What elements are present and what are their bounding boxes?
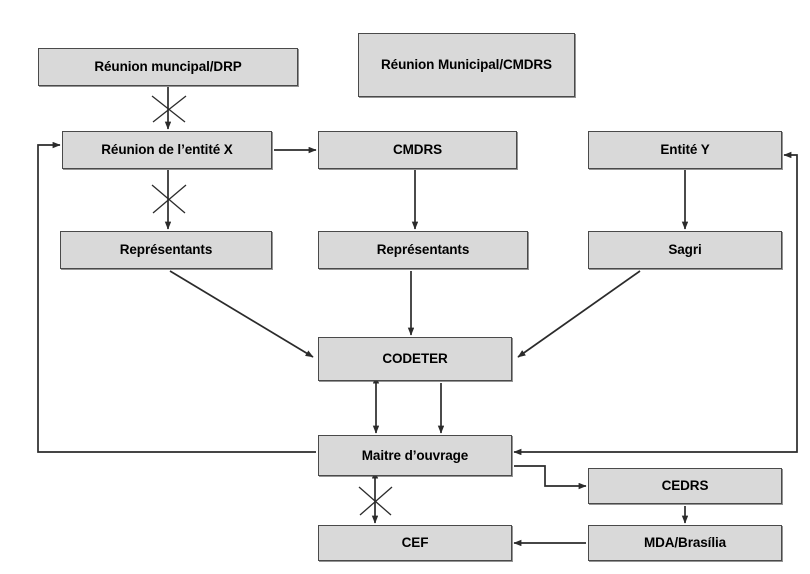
edge-feedback-right-to-entite-y [586, 151, 798, 453]
node-cmdrs[interactable]: CMDRS [318, 131, 517, 169]
node-cedrs[interactable]: CEDRS [588, 468, 782, 504]
node-reunion-municipal-cmdrs[interactable]: Réunion Municipal/CMDRS [358, 33, 575, 97]
edge-feedback-left-to-entite-x [37, 141, 316, 453]
node-entite-y[interactable]: Entité Y [588, 131, 782, 169]
node-label: Maitre d’ouvrage [361, 447, 469, 463]
cross-marker-drp [151, 95, 187, 123]
node-label: MDA/Brasília [643, 535, 727, 551]
node-representants-left[interactable]: Représentants [60, 231, 272, 269]
node-label: CEDRS [661, 478, 709, 494]
node-label: CEF [401, 535, 429, 551]
node-sagri[interactable]: Sagri [588, 231, 782, 269]
node-reunion-muncipal-drp[interactable]: Réunion muncipal/DRP [38, 48, 298, 86]
node-label: Réunion de l’entité X [101, 142, 233, 158]
node-codeter[interactable]: CODETER [318, 337, 512, 381]
node-label: Représentants [376, 242, 470, 258]
edge-maitre-to-cedrs [514, 465, 587, 490]
node-label: Entité Y [660, 142, 710, 158]
edge-representants-to-codeter [169, 270, 314, 358]
node-label: CODETER [382, 351, 448, 367]
node-label: Réunion muncipal/DRP [94, 59, 242, 75]
node-label: Représentants [119, 242, 213, 258]
node-representants-mid[interactable]: Représentants [318, 231, 528, 269]
node-cef[interactable]: CEF [318, 525, 512, 561]
node-label: Réunion Municipal/CMDRS [381, 57, 552, 73]
node-reunion-entite-x[interactable]: Réunion de l’entité X [62, 131, 272, 169]
node-label: Sagri [668, 242, 702, 258]
cross-marker-maitre-cef [358, 486, 393, 516]
node-label: CMDRS [393, 142, 442, 158]
cross-marker-entite-x [151, 184, 187, 214]
node-mda-brasilia[interactable]: MDA/Brasília [588, 525, 782, 561]
node-maitre-douvrage[interactable]: Maitre d’ouvrage [318, 435, 512, 476]
edge-sagri-to-codeter [517, 270, 641, 358]
